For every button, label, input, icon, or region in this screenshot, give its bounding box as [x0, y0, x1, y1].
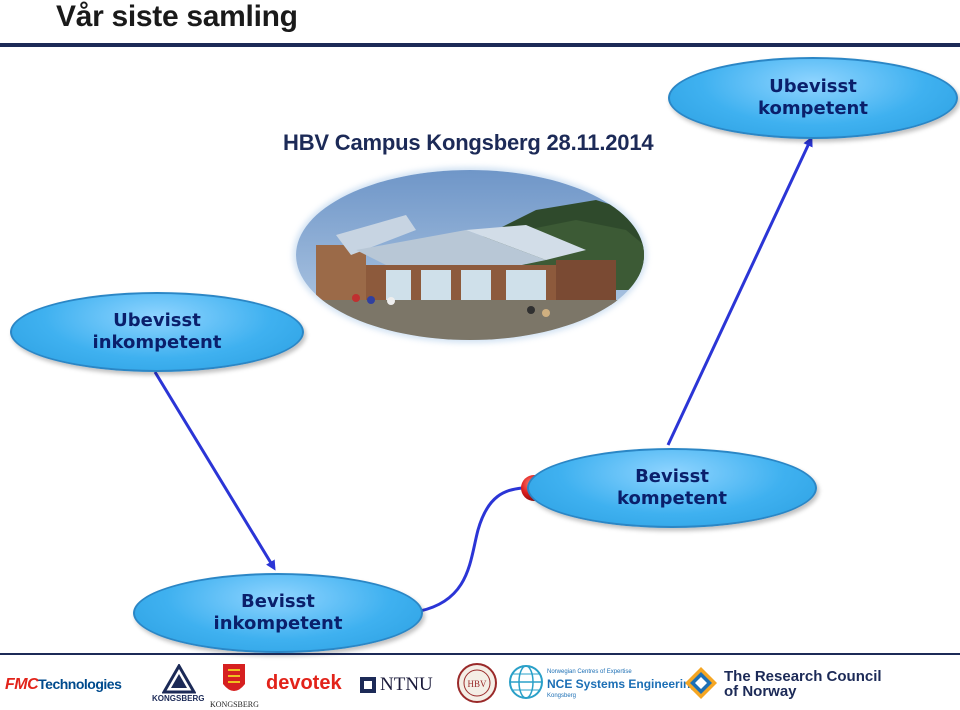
slide-title: Vår siste samling — [56, 0, 298, 33]
nce-name: NCE Systems Engineering — [547, 677, 698, 691]
curve-bi-to-bk — [419, 486, 523, 613]
title-divider — [0, 43, 960, 47]
research-council-logo: The Research Council of Norway — [724, 669, 882, 699]
partner-logos-bar: FMCTechnologies KONGSBERG KONGSBERG devo… — [0, 658, 960, 710]
nce-systems-engineering-logo: Norwegian Centres of Expertise NCE Syste… — [547, 666, 698, 702]
nce-small-text: Norwegian Centres of Expertise — [547, 669, 632, 675]
nce-location: Kongsberg — [547, 693, 577, 699]
footer-divider — [0, 653, 960, 655]
kongsberg-automotive-logo: KONGSBERG — [152, 694, 205, 703]
research-council-line1: The Research Council — [724, 668, 882, 685]
node-label-line1: Bevisst — [635, 466, 709, 487]
nce-globe-icon — [509, 665, 543, 699]
node-label-line1: Bevisst — [241, 591, 315, 612]
kongsberg-logo: KONGSBERG — [210, 700, 259, 709]
arrow-bk-to-uk — [666, 136, 813, 446]
node-label-line2: kompetent — [758, 98, 868, 119]
node-label-line1: Ubevisst — [113, 310, 201, 331]
arrow-ui-to-bi — [153, 371, 276, 571]
fmc-logo-text: FMC — [5, 676, 39, 693]
ntnu-logo: NTNU — [380, 674, 433, 695]
fmc-technologies-logo: FMCTechnologies — [5, 676, 122, 694]
devotek-logo: devotek — [266, 672, 342, 694]
kongsberg-automotive-icon — [162, 664, 196, 694]
node-label-line2: kompetent — [617, 488, 727, 509]
slide-subtitle: HBV Campus Kongsberg 28.11.2014 — [283, 130, 654, 155]
hbv-seal-text: HBV — [467, 679, 487, 689]
fmc-logo-subtext: Technologies — [38, 676, 122, 692]
research-council-icon — [685, 667, 717, 699]
ntnu-square-icon — [360, 677, 376, 693]
node-label-line2: inkompetent — [213, 613, 343, 634]
hbv-seal-icon: HBV — [457, 663, 497, 703]
kongsberg-crest-icon — [223, 664, 245, 691]
node-label-line2: inkompetent — [92, 332, 222, 353]
node-label-line1: Ubevisst — [769, 76, 857, 97]
research-council-line2: of Norway — [724, 683, 797, 700]
